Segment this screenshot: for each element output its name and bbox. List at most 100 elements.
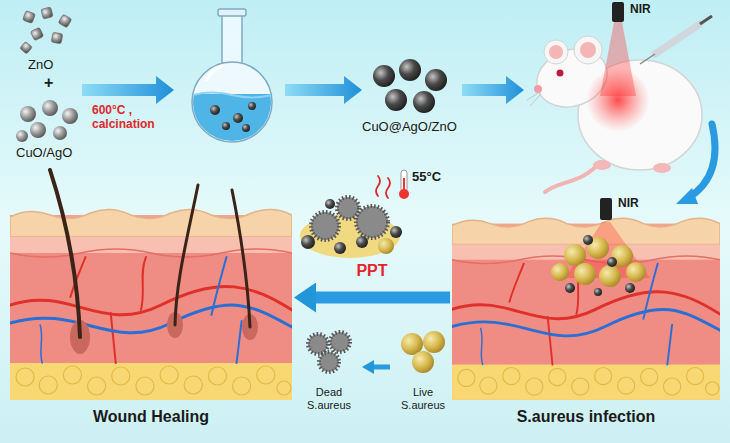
photothermal-cluster: [337, 197, 359, 219]
flask: [210, 105, 220, 115]
mouse: [612, 2, 624, 22]
photothermal-cluster: [390, 226, 402, 238]
flask: [222, 14, 242, 66]
zno-particles: [20, 41, 33, 54]
composite-particles: [399, 59, 421, 81]
mouse: [655, 24, 700, 54]
photothermal-cluster: [301, 199, 402, 254]
process-arrow: [316, 292, 450, 304]
hair: [232, 190, 250, 327]
composite-particles: [373, 59, 447, 113]
hair: [50, 170, 258, 354]
photothermal-cluster: [334, 242, 346, 254]
composite-particles: [385, 89, 407, 111]
mouse: [653, 163, 671, 173]
photothermal-cluster: [311, 197, 388, 240]
light-label: NIR: [618, 197, 639, 211]
live-bacteria: [401, 331, 445, 373]
live-bacteria: [412, 351, 434, 373]
hair: [175, 185, 198, 325]
infection-site: [551, 198, 650, 296]
mouse: [700, 16, 712, 24]
photothermal-cluster: [401, 170, 407, 192]
zno-particles: [51, 32, 63, 44]
zno-particles: [41, 7, 53, 19]
mouse: [640, 54, 655, 64]
photothermal-cluster: [376, 176, 390, 198]
mouse: [530, 94, 541, 106]
plus-sign: +: [44, 74, 53, 92]
panel-caption: Wound Healing: [10, 408, 292, 426]
transition-arrow: [676, 188, 698, 204]
zno-particles: [23, 11, 36, 24]
mouse: [578, 60, 702, 170]
photothermal-cluster: [325, 199, 335, 209]
composite-particles: [425, 69, 447, 91]
skin-illustration: [10, 209, 720, 400]
infection-site: [565, 283, 575, 293]
infection-site: [551, 263, 569, 281]
infection-site: [583, 235, 593, 245]
chemical-label: CuO/AgO: [16, 146, 72, 161]
flask: [218, 9, 246, 16]
cuo-ago-particles: [53, 126, 67, 140]
infection-site: [594, 288, 602, 296]
zno-particles: [30, 27, 43, 40]
photothermal-cluster: [378, 238, 394, 254]
flask: [206, 66, 222, 80]
infection-site: [574, 263, 596, 285]
photothermal-cluster: [356, 236, 368, 248]
infection-site: [551, 237, 646, 287]
mouse: [557, 70, 564, 77]
flask: [193, 93, 272, 98]
photothermal-cluster: [399, 189, 409, 199]
chemical-label: ZnO: [28, 58, 53, 73]
transition-arrow: [688, 124, 715, 198]
skin-panel: Wound Healing: [10, 185, 292, 400]
infection-site: [600, 198, 612, 220]
bacteria-group: Dead S.aureus: [298, 322, 360, 412]
flask: [210, 102, 256, 132]
cuo-ago-particles: [42, 100, 58, 116]
cuo-ago-particles: [20, 106, 36, 122]
infection-site: [625, 283, 635, 293]
composite-particles: [373, 65, 395, 87]
mouse: [544, 40, 568, 64]
hair: [50, 170, 80, 337]
flask: [248, 102, 256, 110]
mouse: [600, 22, 636, 96]
bacteria-label: Dead S.aureus: [298, 386, 360, 412]
photothermal-cluster: [301, 235, 315, 249]
product-label: CuO@AgO/ZnO: [362, 120, 457, 135]
skin-illustration: [452, 218, 720, 400]
flask: [190, 9, 280, 154]
process-condition: 600°C , calcination: [92, 104, 166, 132]
process-arrow: [462, 76, 524, 104]
cuo-ago-particles: [62, 108, 78, 124]
mouse: [545, 162, 600, 192]
cuo-ago-particles: [30, 122, 46, 138]
temperature-label: 55°C: [412, 170, 441, 185]
flask: [222, 122, 230, 130]
cuo-ago-particles: [16, 130, 28, 142]
transition-arrow: [676, 124, 715, 204]
dead-bacteria: [319, 352, 339, 372]
mouse: [580, 42, 596, 58]
process-arrow: [82, 76, 174, 104]
flask: [190, 94, 280, 154]
process-arrow: [82, 76, 524, 104]
process-arrow: [285, 76, 362, 104]
dead-bacteria: [330, 332, 350, 352]
photothermal-cluster: [386, 178, 390, 198]
flask: [242, 124, 250, 132]
composite-particles: [413, 91, 435, 113]
live-bacteria: [423, 331, 445, 353]
mouse: [527, 92, 541, 106]
infection-site: [565, 235, 635, 296]
cuo-ago-particles: [16, 100, 78, 142]
infection-site: [599, 265, 621, 287]
panel-caption: S.aureus infection: [452, 408, 720, 426]
